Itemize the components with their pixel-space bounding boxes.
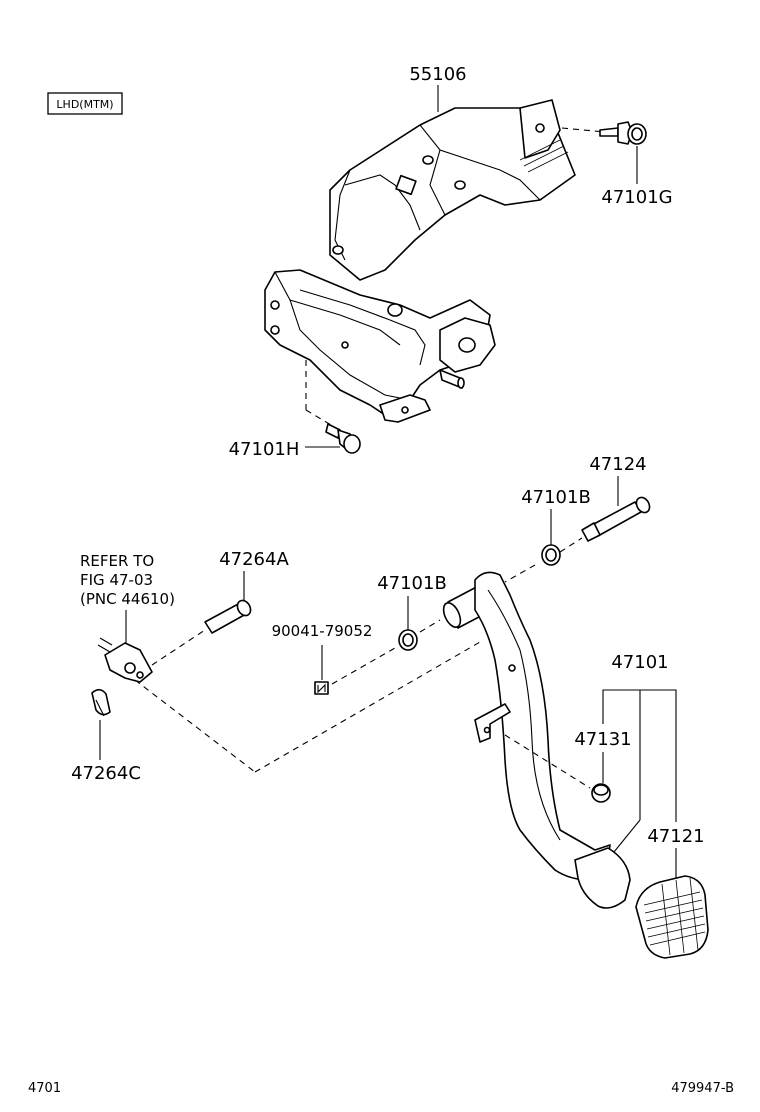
bushing-47101B-top-drawing <box>541 544 561 566</box>
variant-box: LHD(MTM) <box>47 92 123 115</box>
refer-line-2: FIG 47-03 <box>80 571 153 589</box>
label-47101: 47101 <box>611 652 668 673</box>
pedal-pad-47121-drawing <box>635 875 709 959</box>
clip-47264C-drawing <box>91 688 111 717</box>
label-47264C: 47264C <box>71 763 141 784</box>
stopper-47131-drawing <box>591 783 611 803</box>
label-55106: 55106 <box>409 64 466 85</box>
refer-line-1: REFER TO <box>80 552 154 570</box>
variant-label: LHD(MTM) <box>56 98 113 111</box>
label-47121: 47121 <box>647 826 704 847</box>
footer-figure-code: 479947-B <box>671 1081 734 1096</box>
bushing-47101B-mid-drawing <box>398 629 418 651</box>
pedal-arm-drawing <box>442 571 631 909</box>
clevis-drawing <box>97 637 153 683</box>
label-47101G: 47101G <box>601 187 672 208</box>
pedal-bracket-drawing <box>264 99 576 423</box>
bolt-47101H-drawing <box>305 360 361 454</box>
label-47101B-top: 47101B <box>521 487 591 508</box>
label-47101B-mid: 47101B <box>377 573 447 594</box>
label-47101H: 47101H <box>229 439 300 460</box>
label-47264A: 47264A <box>219 549 289 570</box>
label-90041-79052: 90041-79052 <box>272 622 373 640</box>
bolt-47101G-drawing <box>561 121 647 145</box>
label-47124: 47124 <box>589 454 646 475</box>
refer-line-3: (PNC 44610) <box>80 590 175 608</box>
grease-marker-drawing <box>314 681 329 695</box>
footer-page-code: 4701 <box>28 1081 61 1096</box>
label-47131: 47131 <box>574 729 631 750</box>
pin-47124-drawing <box>581 496 651 542</box>
pin-47264A-drawing <box>204 599 252 634</box>
